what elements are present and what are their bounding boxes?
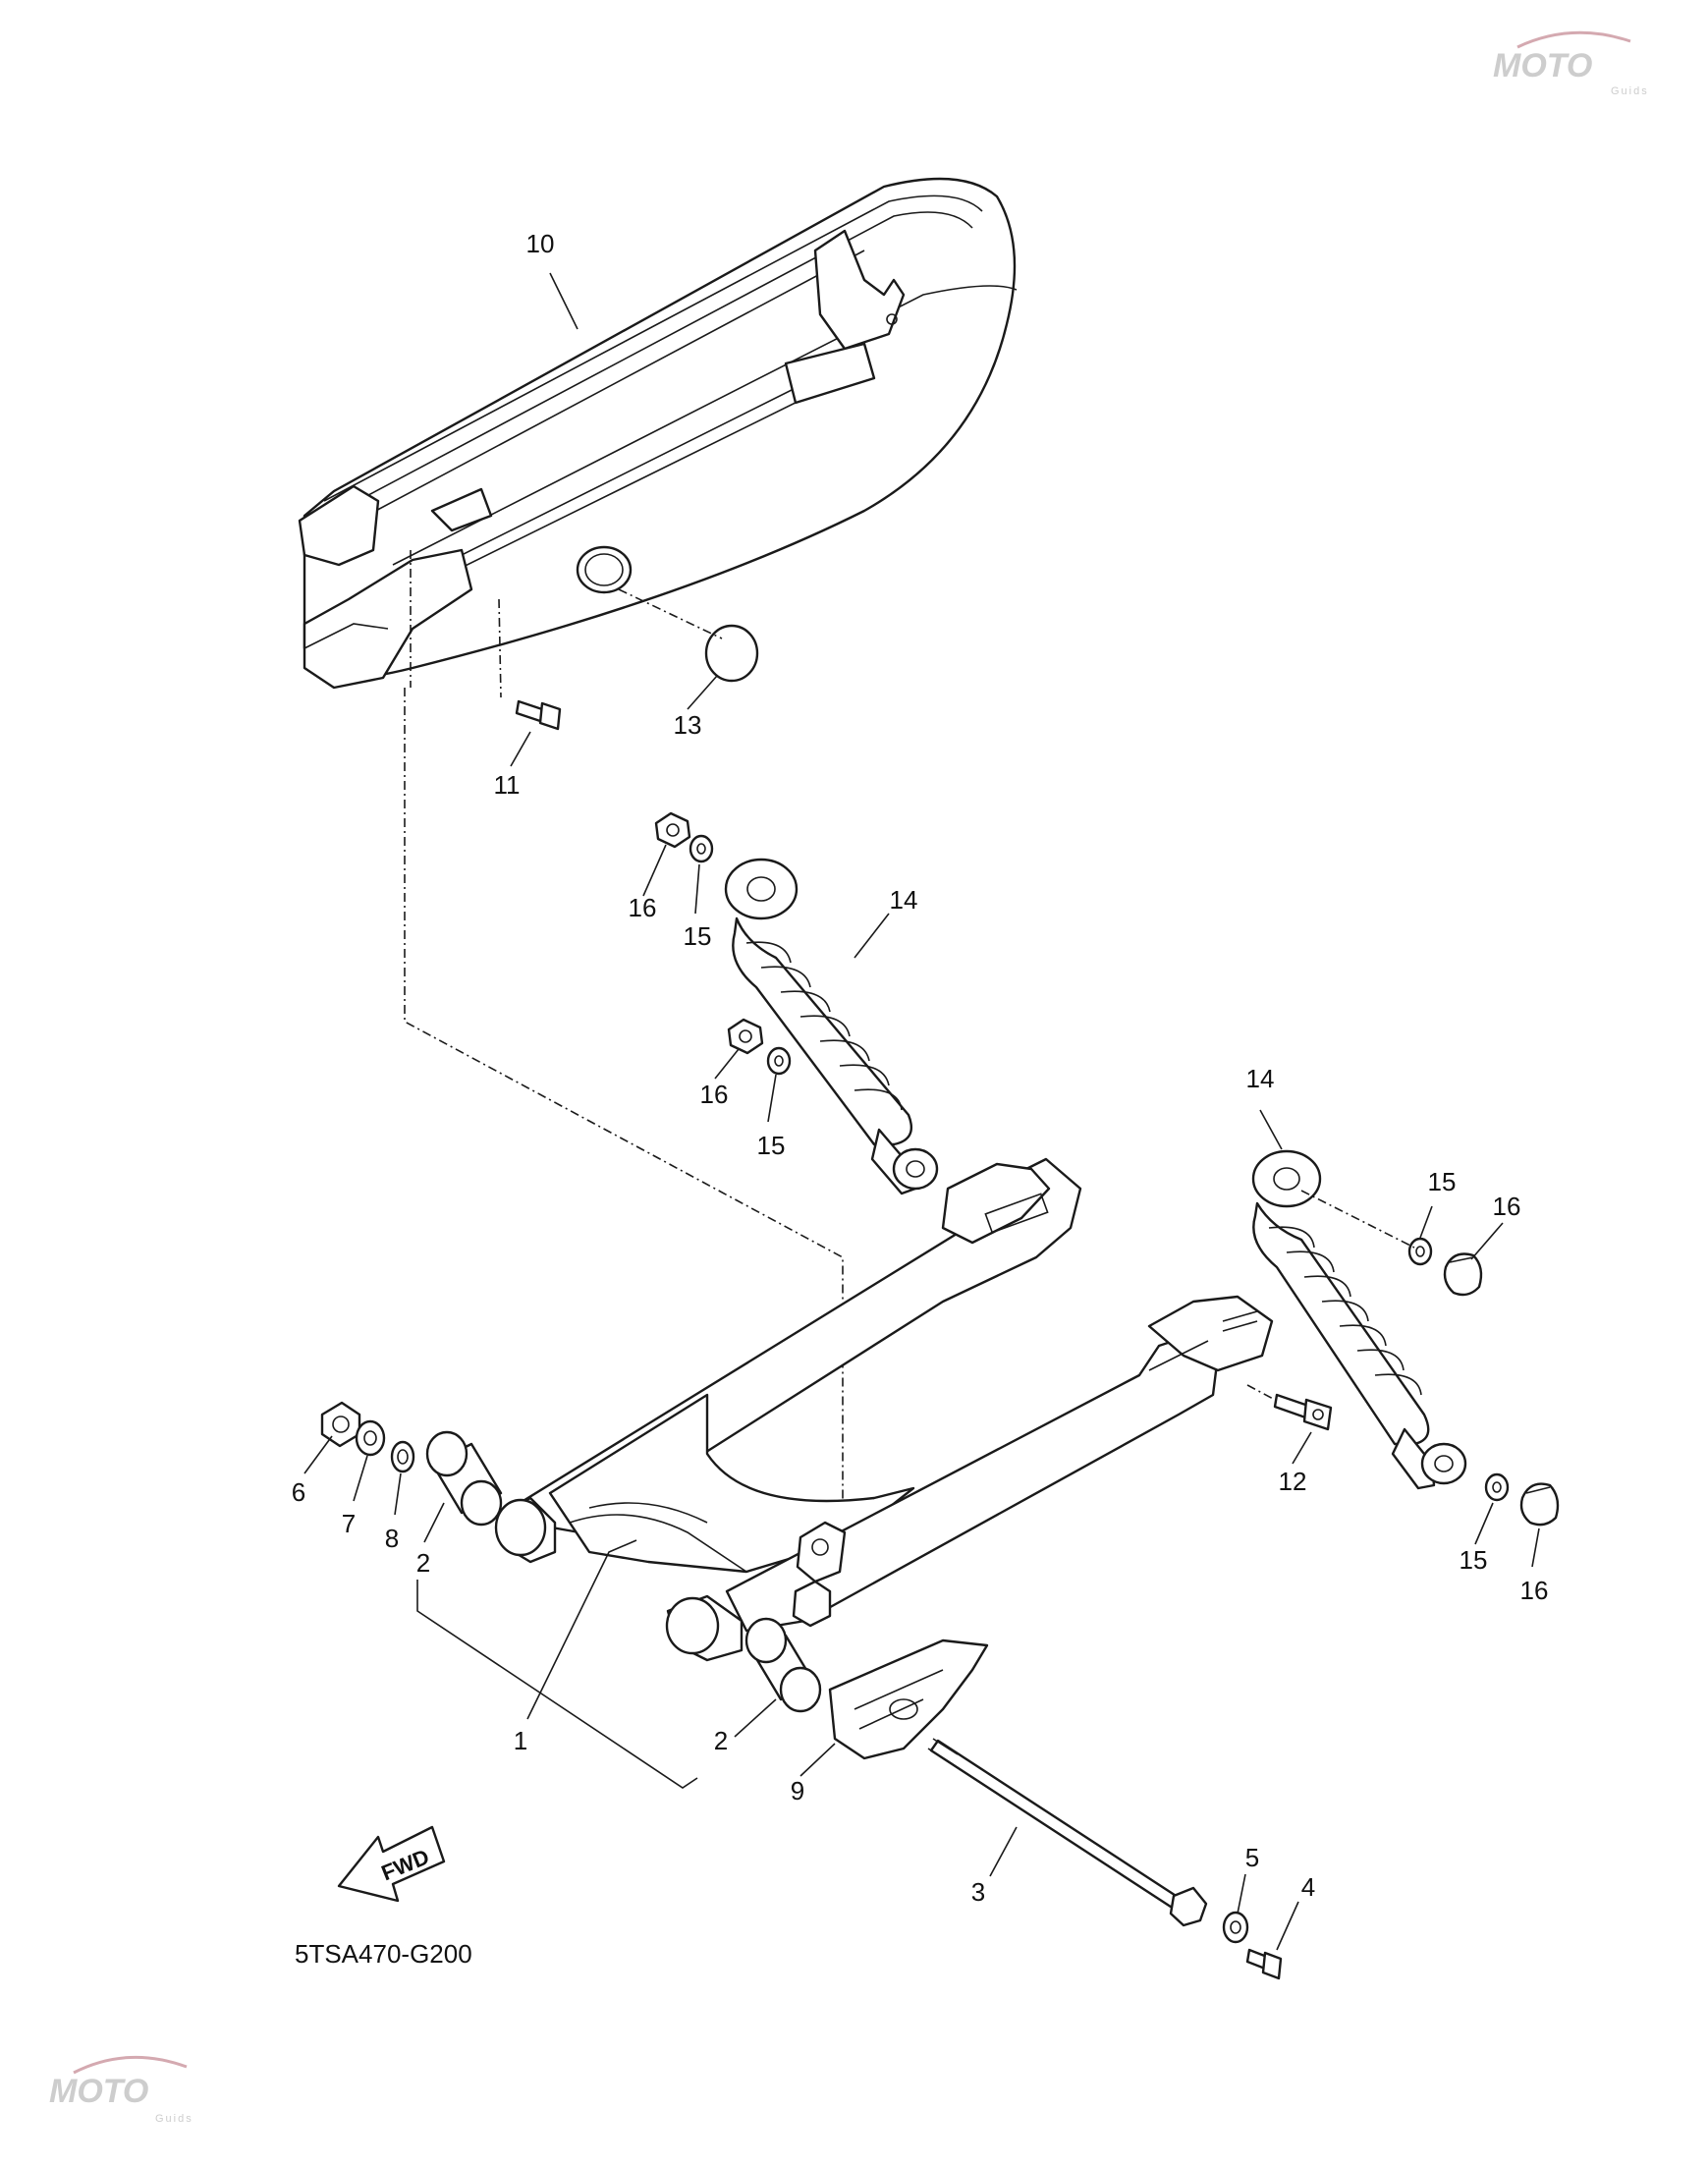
label-part-3: 3	[971, 1877, 985, 1907]
label-part-4: 4	[1301, 1872, 1315, 1902]
label-part-7: 7	[342, 1509, 356, 1538]
label-part-16c: 16	[1493, 1192, 1521, 1221]
watermark-logo-bottom: MOTO Guids	[49, 2055, 193, 2125]
label-part-14b: 14	[1246, 1064, 1275, 1093]
label-part-16b: 16	[700, 1080, 729, 1109]
washer-15d	[1484, 1472, 1510, 1502]
forward-arrow: FWD	[337, 1825, 446, 1903]
label-part-14a: 14	[890, 885, 918, 915]
part-labels: 10 13 11 16 15 14 16 15 14 15 16 12 15 1…	[292, 229, 1549, 1907]
washer-5	[1222, 1911, 1249, 1944]
bolt-12	[1246, 1384, 1333, 1431]
washer-15c	[1407, 1237, 1433, 1266]
watermark-brand-top: MOTO	[1493, 47, 1592, 84]
washer-15b	[766, 1046, 792, 1076]
chain-guide	[828, 1638, 989, 1760]
label-part-10: 10	[526, 229, 555, 258]
label-part-12: 12	[1279, 1467, 1307, 1496]
label-part-13: 13	[674, 710, 702, 740]
label-part-1: 1	[514, 1726, 527, 1755]
chain-case-bolt	[498, 598, 562, 731]
label-part-16a: 16	[629, 893, 657, 922]
shock-absorber-left	[724, 858, 939, 1195]
label-part-16d: 16	[1520, 1576, 1549, 1605]
label-part-9: 9	[791, 1776, 804, 1805]
label-part-15b: 15	[757, 1131, 786, 1160]
nut-6	[320, 1401, 361, 1448]
bushing-left	[425, 1430, 503, 1527]
label-part-15c: 15	[1428, 1167, 1457, 1196]
washer-7	[355, 1419, 386, 1457]
washer-15a	[689, 834, 714, 863]
watermark-brand-bottom: MOTO	[49, 2073, 148, 2110]
swingarm	[494, 1157, 1274, 1662]
label-part-8: 8	[385, 1524, 399, 1553]
washer-8	[390, 1440, 415, 1473]
label-part-6: 6	[292, 1477, 305, 1507]
label-part-5: 5	[1245, 1843, 1259, 1872]
watermark-sub-bottom: Guids	[155, 2113, 193, 2125]
inspection-cap	[618, 588, 759, 683]
label-part-11: 11	[494, 770, 521, 800]
pivot-shaft	[927, 1738, 1208, 1927]
label-part-2a: 2	[416, 1548, 430, 1578]
label-part-2b: 2	[714, 1726, 728, 1755]
shock-absorber-right	[1251, 1149, 1467, 1490]
watermark-logo-top: MOTO Guids	[1493, 30, 1649, 97]
nut-16c	[1443, 1252, 1483, 1297]
nut-16d	[1519, 1482, 1560, 1527]
leader-lines	[303, 272, 1540, 1951]
label-part-15d: 15	[1460, 1545, 1488, 1575]
watermark-sub-top: Guids	[1611, 85, 1649, 97]
nut-16a	[654, 811, 691, 849]
chain-case	[298, 177, 1018, 690]
bolt-4	[1245, 1948, 1283, 1980]
bushing-right	[744, 1617, 822, 1713]
diagram-code: 5TSA470-G200	[295, 1939, 472, 1969]
label-part-15a: 15	[684, 921, 712, 951]
nut-16b	[727, 1018, 764, 1055]
